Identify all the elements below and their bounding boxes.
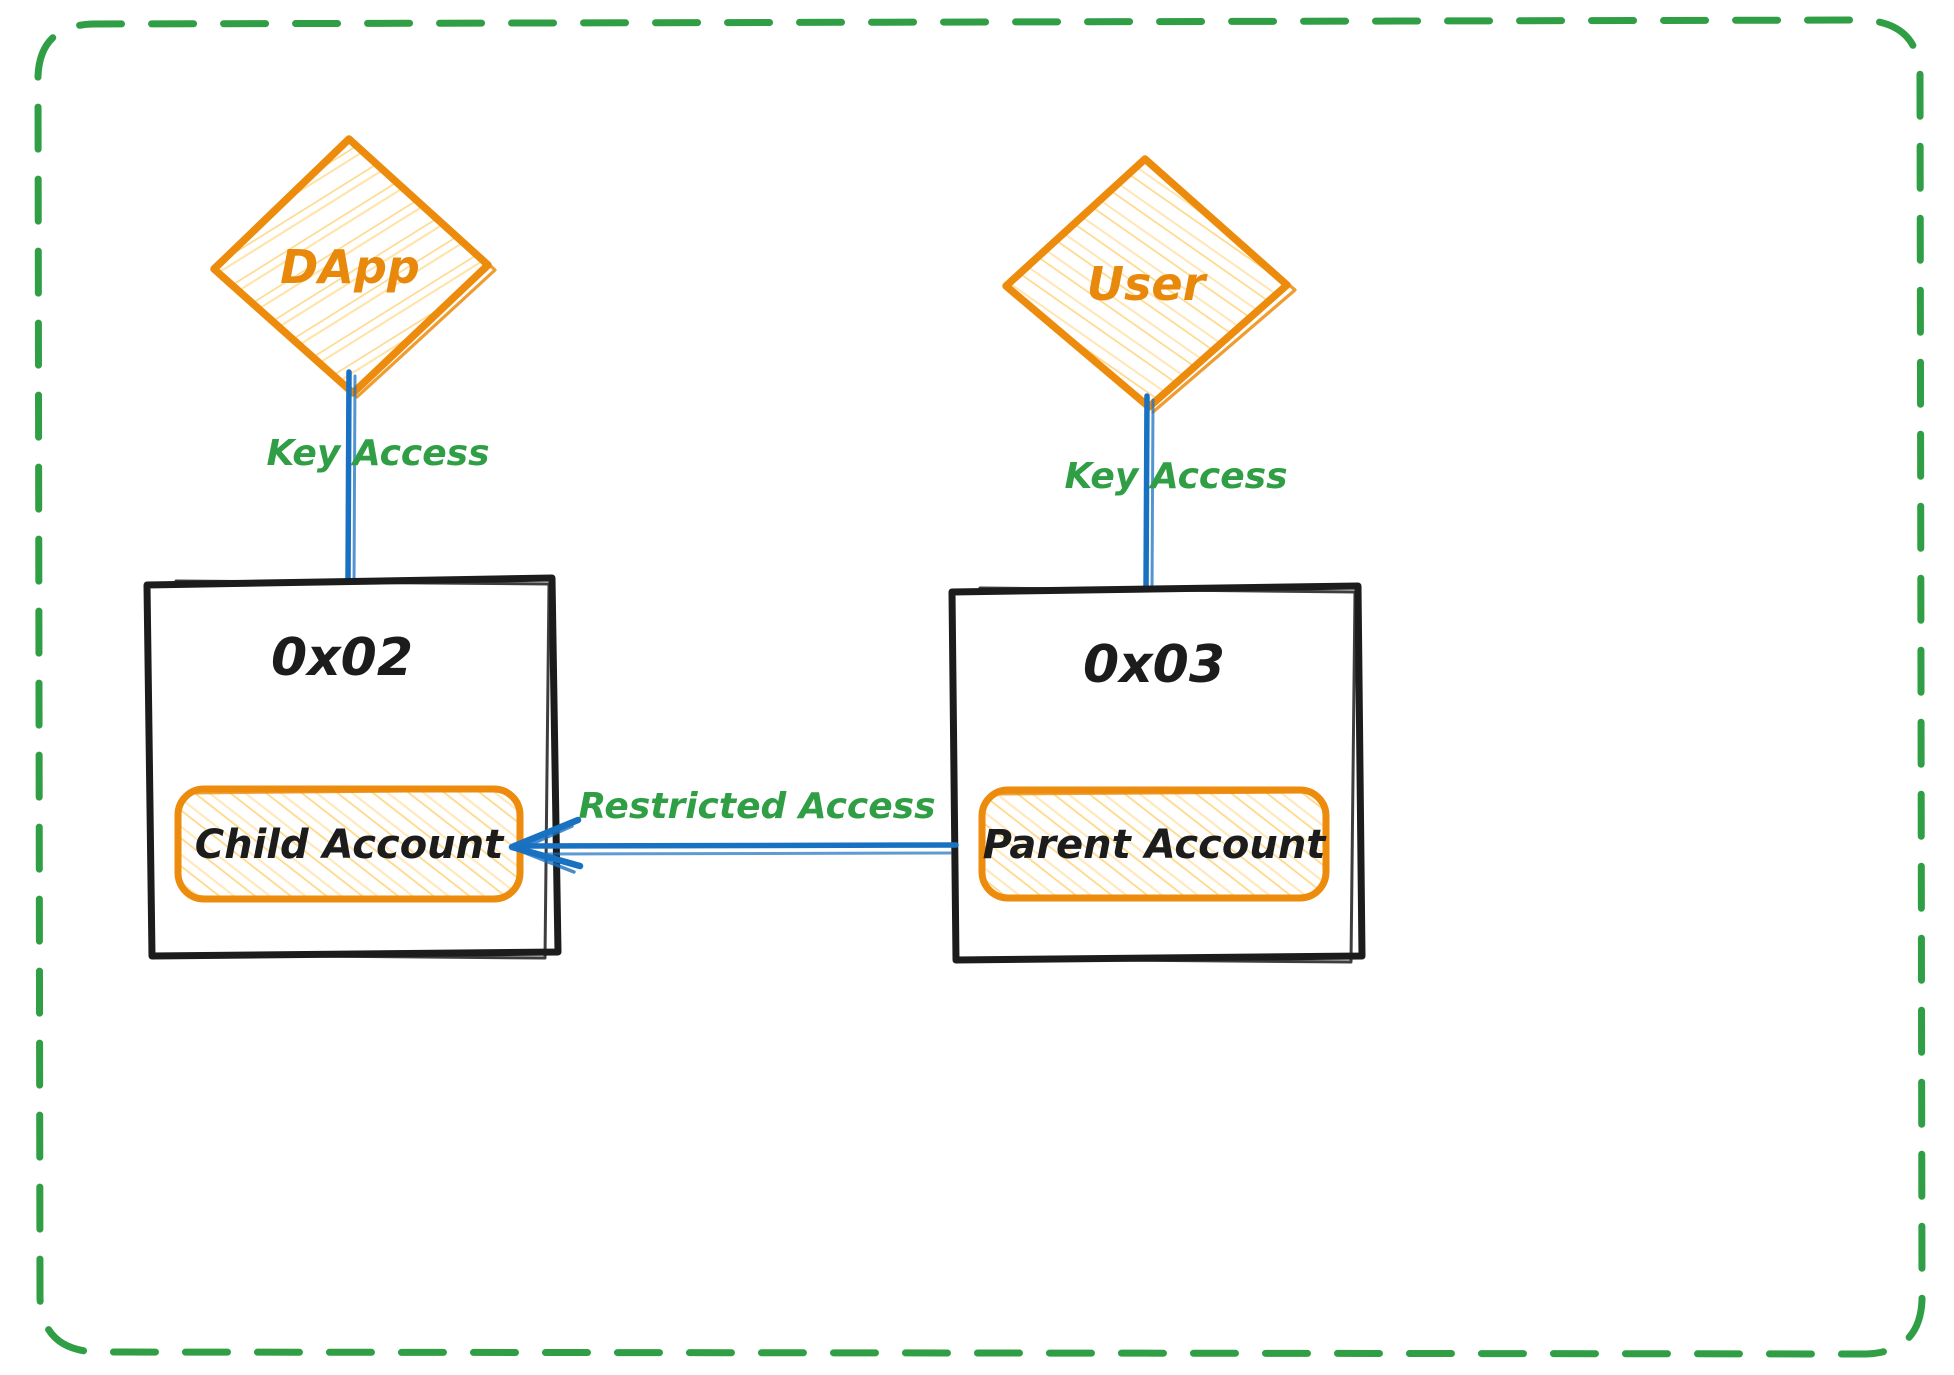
box-0x03-label: 0x03 [1083,635,1225,695]
edge-restricted-access: Restricted Access [508,786,959,874]
node-dapp-label: DApp [280,240,420,294]
parent-account-label: Parent Account [983,822,1328,868]
child-account-label: Child Account [195,822,505,868]
outer-boundary [34,16,1926,1358]
node-user[interactable]: User [1002,155,1297,414]
parent-account[interactable]: Parent Account [978,786,1330,902]
box-0x03[interactable]: 0x03 Parent Account [948,582,1366,964]
edge-user-key-access: Key Access [1064,393,1288,596]
box-0x02[interactable]: 0x02 Child Account [143,574,562,960]
node-dapp[interactable]: DApp [210,135,497,399]
edge-dapp-key-access: Key Access [266,369,490,587]
edge-user-key-access-label: Key Access [1064,456,1287,497]
edge-restricted-access-label: Restricted Access [578,786,935,827]
box-0x02-label: 0x02 [271,628,413,688]
edge-dapp-key-access-label: Key Access [266,433,489,474]
node-user-label: User [1087,257,1209,311]
child-account[interactable]: Child Account [174,785,524,903]
